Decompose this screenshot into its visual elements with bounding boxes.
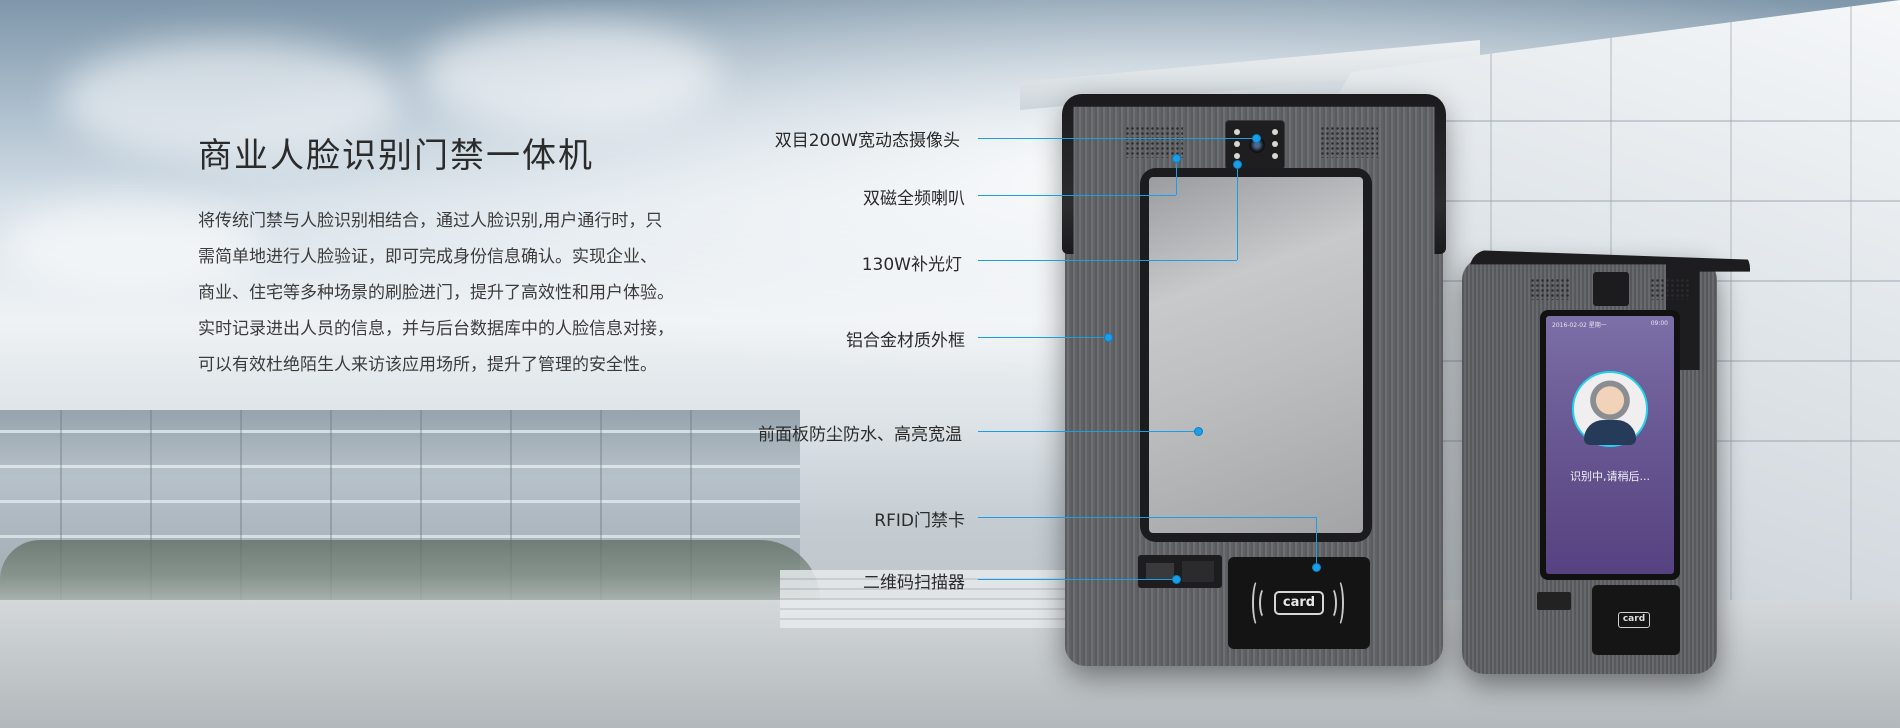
leader-line <box>1176 158 1177 195</box>
leader-dot <box>1312 563 1321 572</box>
leader-dot <box>1233 160 1242 169</box>
fill-light-led <box>1234 129 1240 135</box>
callout-fill-light: 130W补光灯 <box>861 255 962 275</box>
screen-status-date: 2016-02-02 星期一 <box>1552 322 1607 329</box>
leader-line <box>978 195 1176 196</box>
qr-scanner <box>1138 555 1222 588</box>
callout-front-panel: 前面板防尘防水、高亮宽温 <box>758 425 962 445</box>
card-icon: card <box>1274 591 1324 615</box>
leader-line <box>978 138 1254 139</box>
speaker-grille-left <box>1530 278 1570 300</box>
screen-status-time: 09:00 <box>1650 320 1668 327</box>
rfid-wave-icon <box>1259 587 1271 619</box>
leader-dot <box>1172 154 1181 163</box>
rfid-card-reader: card <box>1228 557 1370 649</box>
leader-dot <box>1104 333 1113 342</box>
leader-line <box>978 431 1198 432</box>
callout-qr-scanner: 二维码扫描器 <box>863 573 965 593</box>
leader-line <box>1316 517 1317 567</box>
callout-rfid: RFID门禁卡 <box>874 511 965 531</box>
fill-light-led <box>1234 141 1240 147</box>
leader-line <box>978 579 1176 580</box>
fill-light-led <box>1272 153 1278 159</box>
card-icon: card <box>1618 612 1650 628</box>
description-line: 需简单地进行人脸验证，即可完成身份信息确认。实现企业、 <box>198 247 657 267</box>
leader-dot <box>1252 134 1261 143</box>
page-title: 商业人脸识别门禁一体机 <box>198 136 594 176</box>
background-bushes <box>0 540 820 600</box>
speaker-grille-left <box>1125 126 1183 158</box>
fill-light-led <box>1272 129 1278 135</box>
leader-dot <box>1172 575 1181 584</box>
rfid-wave-icon <box>1252 579 1264 627</box>
cloud <box>0 200 260 290</box>
rfid-card-reader: card <box>1592 585 1680 655</box>
leader-line <box>978 337 1108 338</box>
callout-camera: 双目200W宽动态摄像头 <box>774 131 960 151</box>
callout-speaker: 双磁全频喇叭 <box>863 189 965 209</box>
description-line: 实时记录进出人员的信息，并与后台数据库中的人脸信息对接， <box>198 319 674 339</box>
speaker-grille-right <box>1320 126 1378 158</box>
fill-light-led <box>1272 141 1278 147</box>
leader-line <box>978 517 1316 518</box>
callout-aluminum-frame: 铝合金材质外框 <box>846 331 965 351</box>
avatar-suit <box>1584 420 1636 445</box>
speaker-grille-right <box>1650 278 1690 300</box>
background-steps <box>780 570 1080 630</box>
description-line: 商业、住宅等多种场景的刷脸进门，提升了高效性和用户体验。 <box>198 283 674 303</box>
description-line: 可以有效杜绝陌生人来访该应用场所，提升了管理的安全性。 <box>198 355 657 375</box>
fill-light-led <box>1234 153 1240 159</box>
cloud <box>60 40 400 160</box>
leader-line <box>1237 164 1238 260</box>
description-line: 将传统门禁与人脸识别相结合，通过人脸识别,用户通行时，只 <box>198 211 663 231</box>
leader-dot <box>1194 427 1203 436</box>
main-device-screen <box>1140 168 1372 542</box>
second-device-screen: 2016-02-02 星期一 09:00 识别中,请稍后... <box>1540 310 1680 580</box>
rfid-wave-icon <box>1325 587 1337 619</box>
leader-line <box>978 260 1237 261</box>
qr-scanner <box>1537 592 1571 610</box>
recognition-status-text: 识别中,请稍后... <box>1570 470 1650 483</box>
product-description: 将传统门禁与人脸识别相结合，通过人脸识别,用户通行时，只 需简单地进行人脸验证，… <box>198 203 718 383</box>
rfid-wave-icon <box>1332 579 1344 627</box>
camera-module <box>1593 272 1629 306</box>
cloud <box>420 20 720 130</box>
